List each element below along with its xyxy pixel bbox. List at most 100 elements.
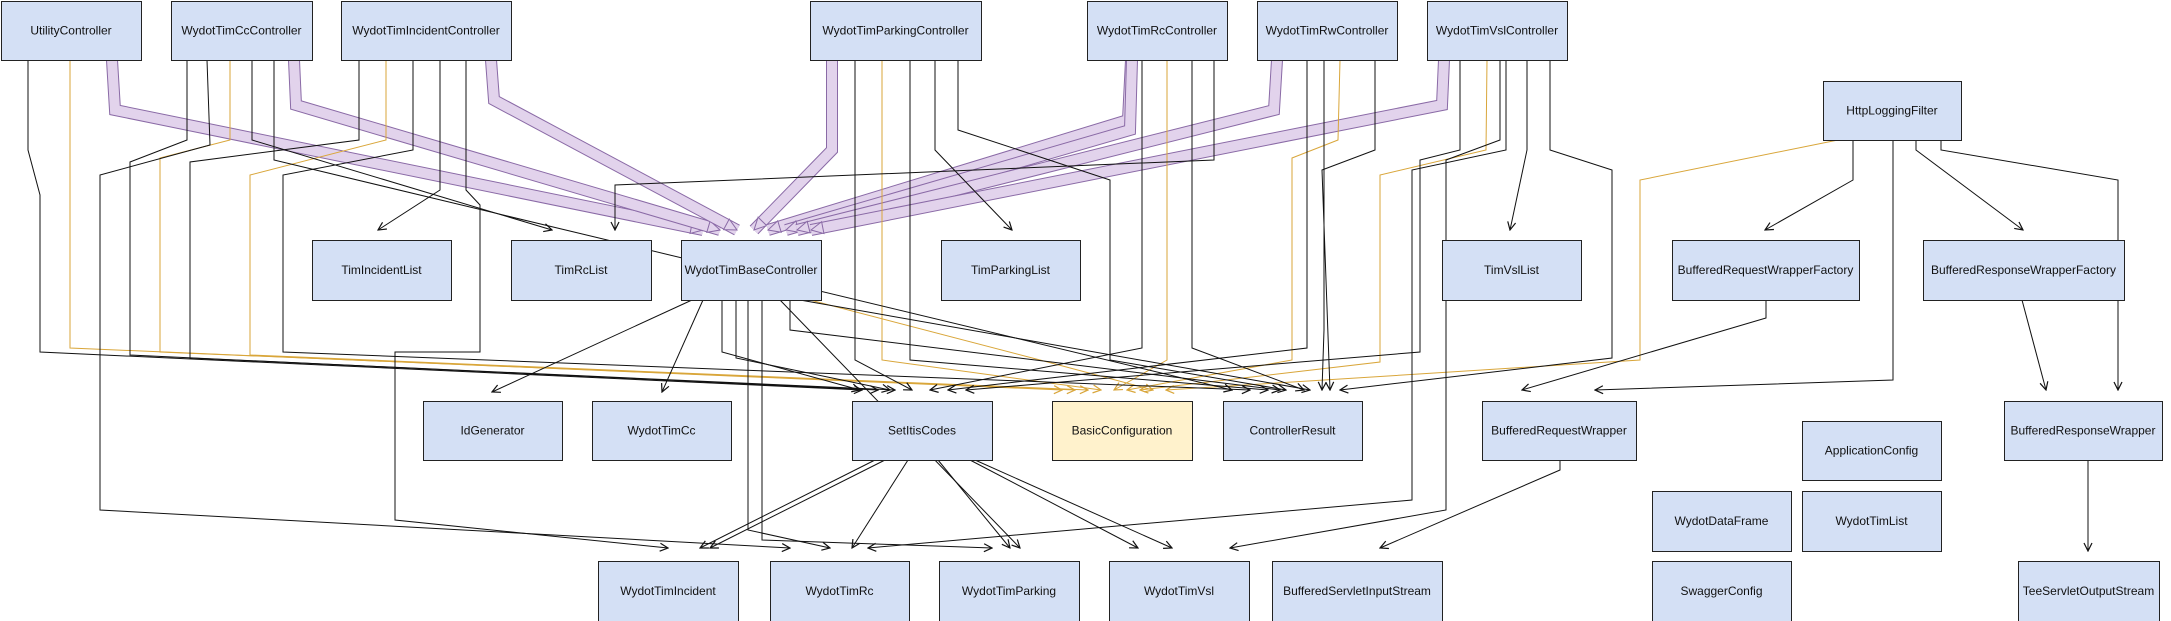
config-edge-vsl-6 [1140,59,1488,390]
node-label-incident: WydotTimIncidentController [352,24,500,38]
dependency-edge-parking-result [909,60,1268,390]
node-bsis[interactable]: BufferedServletInputStream [1272,561,1443,621]
node-wParking[interactable]: WydotTimParking [939,561,1080,621]
dependency-edge-cc-rcList [251,60,552,230]
dependency-edge-itis-wPark [937,459,1010,548]
node-logging[interactable]: HttpLoggingFilter [1823,81,1962,141]
node-label-dataFrame: WydotDataFrame [1675,514,1769,528]
node-timList[interactable]: WydotTimList [1802,491,1942,552]
node-box-logging [1823,81,1962,141]
dependency-edge-incident-wInc [394,60,668,548]
node-label-appcfg: ApplicationConfig [1825,444,1918,458]
inheritance-edge-cc-0-fill [107,59,705,235]
node-box-wIncident [598,561,739,621]
node-dataFrame[interactable]: WydotDataFrame [1652,491,1792,552]
node-box-wcc [592,401,732,461]
node-reqFactory[interactable]: BufferedRequestWrapperFactory [1672,240,1860,301]
node-rcList[interactable]: TimRcList [511,240,652,301]
node-box-rcList [511,240,652,301]
dependency-edge-base-idgen [492,299,693,392]
node-cc[interactable]: WydotTimCcController [171,1,313,61]
node-box-bsis [1272,561,1443,621]
dependency-edge-vsl-vslList [1510,60,1528,230]
dependency-edge-vsl-result [1340,60,1613,390]
dependency-edge-vsl-wVsl [1230,60,1501,548]
node-reqWrapper[interactable]: BufferedRequestWrapper [1482,401,1637,461]
dependency-edge-rw-itis [948,60,1308,390]
node-wRc[interactable]: WydotTimRc [770,561,910,621]
dependency-edge-vsl-wRc [868,60,1507,548]
node-swagger[interactable]: SwaggerConfig [1652,561,1792,621]
inheritance-edge-parking-3 [749,60,838,235]
node-rw[interactable]: WydotTimRwController [1257,1,1398,61]
inheritance-edge-incident-2-fill [486,59,740,235]
node-respWrapper[interactable]: BufferedResponseWrapper [2004,401,2163,461]
node-parking[interactable]: WydotTimParkingController [810,1,982,61]
dependency-edge-rc-rcList2 [615,60,1215,230]
node-label-parking: WydotTimParkingController [822,24,968,38]
dependency-edge-rc-itis [930,60,1143,390]
node-incident[interactable]: WydotTimIncidentController [341,1,512,61]
node-box-respWrapper [2004,401,2163,461]
node-box-incident [341,1,512,61]
node-idgen[interactable]: IdGenerator [423,401,563,461]
node-result[interactable]: ControllerResult [1223,401,1363,461]
node-box-incidentList [312,240,452,301]
node-box-appcfg [1802,421,1942,481]
config-edge-rw-5 [1127,59,1341,390]
node-label-incidentList: TimIncidentList [341,263,422,277]
node-box-tee [2018,561,2160,621]
dependency-edge-itis-wInc2 [710,459,886,548]
dependency-edge-logging-reqWrapper [1595,140,1894,390]
config-edge-cc-1 [159,60,1075,390]
node-parkingList[interactable]: TimParkingList [941,240,1081,301]
node-box-parkingList [941,240,1081,301]
node-basiccfg[interactable]: BasicConfiguration [1052,401,1193,461]
node-wIncident[interactable]: WydotTimIncident [598,561,739,621]
node-wVsl[interactable]: WydotTimVsl [1109,561,1250,621]
dependency-edge-reqWrapper-bsis [1380,460,1561,548]
dependency-edges [27,59,2118,551]
node-label-wParking: WydotTimParking [962,584,1056,598]
dependency-edge-rw-result2 [1321,60,1376,390]
node-label-timList: WydotTimList [1835,514,1908,528]
node-label-swagger: SwaggerConfig [1680,584,1762,598]
node-label-basiccfg: BasicConfiguration [1072,424,1173,438]
dependency-edge-base-result2 [799,299,1310,390]
dependency-edge-itis-wVsl2 [974,459,1172,548]
node-label-rc: WydotTimRcController [1097,24,1217,38]
node-appcfg[interactable]: ApplicationConfig [1802,421,1942,481]
node-utility[interactable]: UtilityController [1,1,142,61]
node-box-wVsl [1109,561,1250,621]
node-vsl[interactable]: WydotTimVslController [1427,1,1568,61]
node-label-respWrapper: BufferedResponseWrapper [2011,424,2156,438]
dependency-edge-itis-wRc [852,459,909,548]
dependency-edge-cc-wRc [99,59,790,548]
node-incidentList[interactable]: TimIncidentList [312,240,452,301]
node-label-idgen: IdGenerator [460,424,524,438]
node-respFactory[interactable]: BufferedResponseWrapperFactory [1923,240,2125,301]
dependency-edge-rc-result [1191,60,1304,390]
dependency-edge-logging-reqFactory [1765,140,1854,230]
inheritance-edge-incident-1-fill [289,59,722,235]
dependency-edge-rw-result [1322,60,1324,390]
node-label-result: ControllerResult [1249,424,1336,438]
node-label-wIncident: WydotTimIncident [620,584,716,598]
node-wcc[interactable]: WydotTimCc [592,401,732,461]
node-label-wcc: WydotTimCc [627,424,695,438]
dependency-edge-base-result [789,300,1280,390]
node-box-vslList [1442,240,1582,301]
node-itis[interactable]: SetItisCodes [852,401,993,461]
node-box-reqFactory [1672,240,1860,301]
dependency-edge-itis-wVsl [969,459,1138,548]
dependency-edge-base-itis [721,300,860,390]
node-vslList[interactable]: TimVslList [1442,240,1582,301]
node-rc[interactable]: WydotTimRcController [1087,1,1228,61]
node-tee[interactable]: TeeServletOutputStream [2018,561,2160,621]
node-box-cc [171,1,313,61]
config-edges [69,59,1839,390]
node-base[interactable]: WydotTimBaseController [681,240,822,301]
inheritance-edge-vsl-7-fill [809,59,1449,235]
